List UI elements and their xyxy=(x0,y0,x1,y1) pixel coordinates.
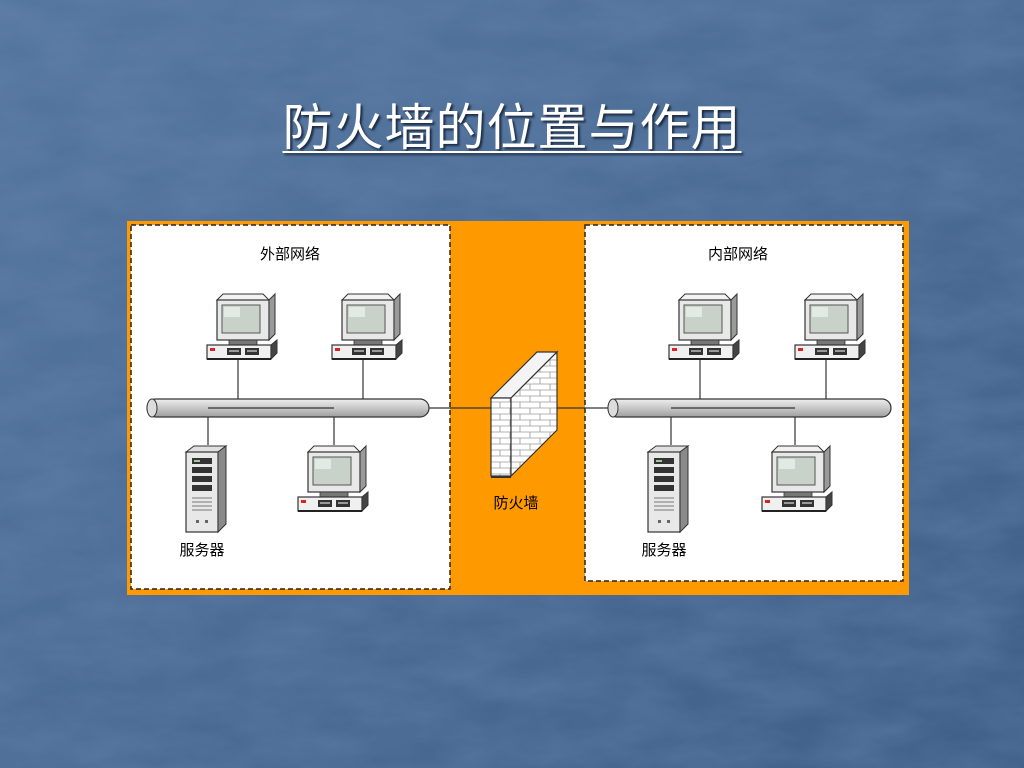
firewall-label: 防火墙 xyxy=(493,494,538,512)
slide-title: 防火墙的位置与作用 xyxy=(282,99,742,157)
internal-workstation-1-icon xyxy=(668,293,740,360)
external-network-label: 外部网络 xyxy=(260,245,320,263)
internal-workstation-3-icon xyxy=(761,445,833,512)
external-workstation-1-icon xyxy=(206,293,278,360)
external-workstation-3-icon xyxy=(297,445,369,512)
internal-network-label: 内部网络 xyxy=(708,245,768,263)
external-server-icon xyxy=(185,445,227,533)
external-server-label: 服务器 xyxy=(179,541,224,559)
internal-workstation-2-icon xyxy=(794,293,866,360)
internal-server-label: 服务器 xyxy=(641,541,686,559)
external-workstation-2-icon xyxy=(331,293,403,360)
internal-server-icon xyxy=(647,445,689,533)
brick-wall-icon xyxy=(489,350,559,478)
